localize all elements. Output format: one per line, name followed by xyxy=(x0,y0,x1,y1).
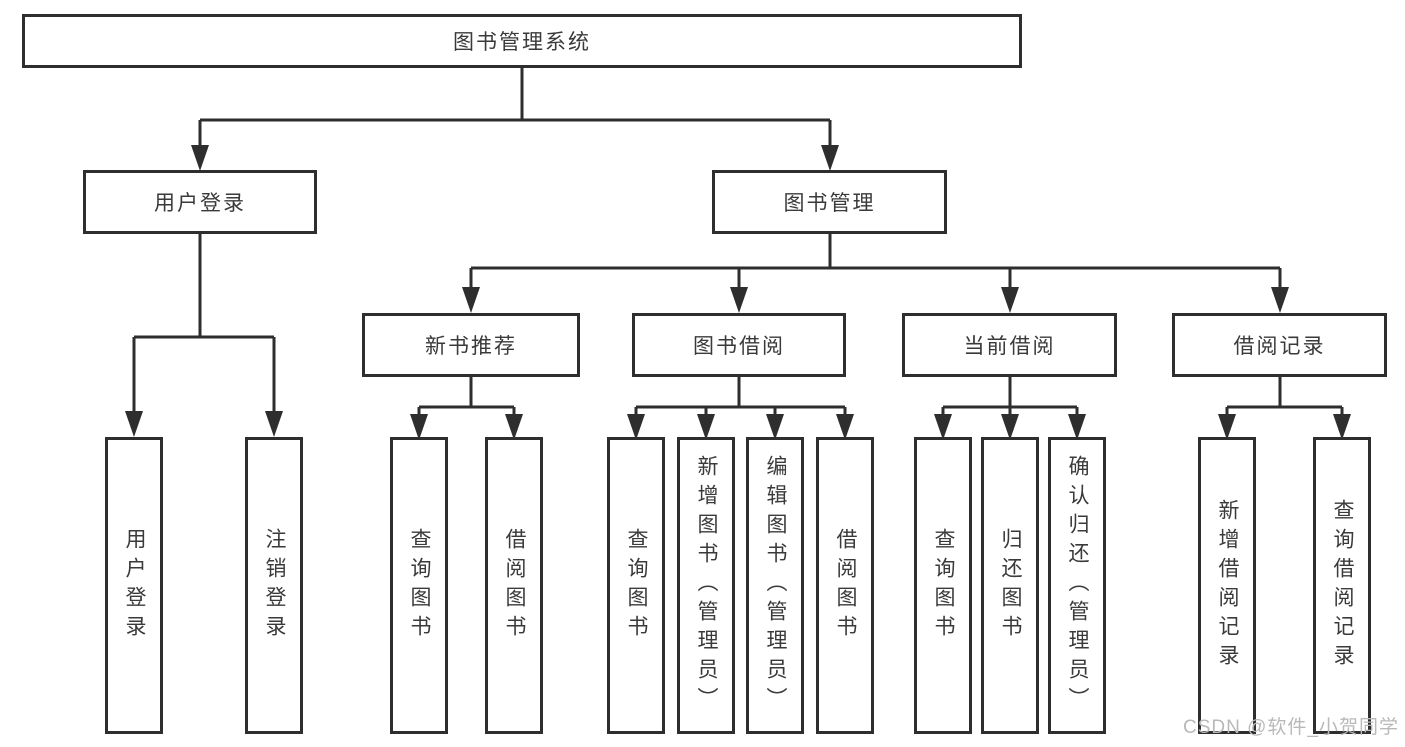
node-book-borrowing: 图书借阅 xyxy=(632,313,846,377)
leaf-add-borrow-record: 新增借阅记录 xyxy=(1198,437,1256,734)
arrowhead xyxy=(730,287,748,313)
arrowhead xyxy=(125,411,143,437)
arrowhead xyxy=(821,145,839,171)
node-borrowing-records: 借阅记录 xyxy=(1172,313,1387,377)
node-new-book-recommendation: 新书推荐 xyxy=(362,313,580,377)
arrowhead xyxy=(766,414,784,440)
node-user-login: 用户登录 xyxy=(83,170,317,234)
connector-borrow-records-children xyxy=(1225,377,1344,416)
arrowhead xyxy=(410,414,428,440)
connector-user-login-children xyxy=(132,234,276,416)
arrowhead xyxy=(1271,287,1289,313)
arrowhead xyxy=(1001,414,1019,440)
arrowhead xyxy=(1333,414,1351,440)
arrowhead xyxy=(1068,414,1086,440)
node-library-management-system: 图书管理系统 xyxy=(22,14,1022,68)
leaf-query-borrow-record: 查询借阅记录 xyxy=(1313,437,1371,734)
csdn-watermark: CSDN @软件_小贺同学 xyxy=(1183,717,1399,738)
leaf-edit-book-admin: 编辑图书（管理员） xyxy=(746,437,804,734)
arrowhead xyxy=(1001,287,1019,313)
leaf-add-book-admin: 新增图书（管理员） xyxy=(677,437,735,734)
arrowheads xyxy=(125,145,1351,440)
connector-book-borrow-children xyxy=(634,377,847,416)
leaf-logout: 注销登录 xyxy=(245,437,303,734)
leaf-query-books: 查询图书 xyxy=(914,437,972,734)
leaf-user-login: 用户登录 xyxy=(105,437,163,734)
arrowhead xyxy=(1218,414,1236,440)
node-current-borrowing: 当前借阅 xyxy=(902,313,1117,377)
connector-book-mgmt-children xyxy=(469,234,1282,290)
arrowhead xyxy=(627,414,645,440)
arrowhead xyxy=(191,145,209,171)
arrowhead xyxy=(462,287,480,313)
leaf-borrow-books: 借阅图书 xyxy=(485,437,543,734)
arrowhead xyxy=(265,411,283,437)
leaf-borrow-books: 借阅图书 xyxy=(816,437,874,734)
arrowhead xyxy=(505,414,523,440)
connector-current-borrow-children xyxy=(941,377,1079,416)
leaf-query-books: 查询图书 xyxy=(607,437,665,734)
arrowhead xyxy=(836,414,854,440)
leaf-return-book: 归还图书 xyxy=(981,437,1039,734)
connector-root-to-level2 xyxy=(198,68,832,148)
leaf-query-books: 查询图书 xyxy=(390,437,448,734)
node-book-management: 图书管理 xyxy=(712,170,947,234)
arrowhead xyxy=(934,414,952,440)
connector-new-books-children xyxy=(417,377,516,416)
arrowhead xyxy=(697,414,715,440)
leaf-confirm-return-admin: 确认归还（管理员） xyxy=(1048,437,1106,734)
